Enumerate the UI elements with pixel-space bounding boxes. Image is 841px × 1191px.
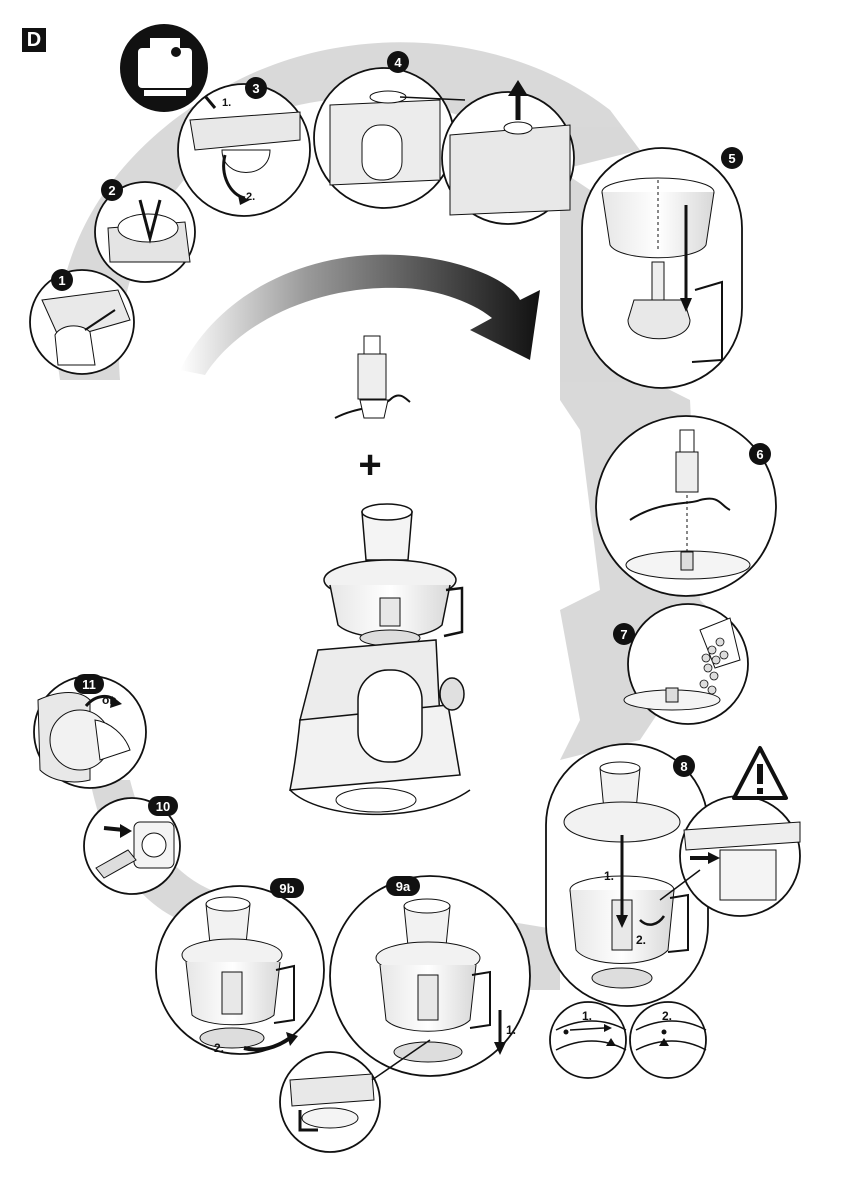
svg-text:11: 11 (82, 677, 96, 692)
svg-text:6: 6 (756, 447, 763, 462)
step-11-badge: 11 (74, 674, 104, 694)
step-9a-illustration: 1. (330, 876, 530, 1076)
svg-text:4: 4 (394, 55, 402, 70)
step-1-illustration (30, 270, 134, 374)
step-5-illustration (582, 148, 742, 388)
step-9a-sub-1: 1. (506, 1023, 516, 1037)
step-6-illustration (596, 416, 776, 596)
step-8-lock-detail-1: 1. (550, 1002, 626, 1078)
step-6-badge: 6 (749, 443, 771, 465)
svg-text:3: 3 (252, 81, 259, 96)
svg-text:1.: 1. (582, 1009, 592, 1023)
step-8-lock-detail-2: 2. (630, 1002, 706, 1078)
machine-reference-icon (120, 24, 208, 112)
step-4-badge: 4 (387, 51, 409, 73)
step-8-sub-2: 2. (636, 933, 646, 947)
step-7-badge: 7 (613, 623, 635, 645)
warning-triangle-icon (734, 748, 786, 798)
step-3-sub-2: 2. (246, 191, 255, 203)
step-11-on-label: on (102, 693, 117, 707)
step-9b-sub-2: 2. (214, 1041, 224, 1055)
step-8-badge: 8 (673, 755, 695, 777)
step-3-sub-1: 1. (222, 97, 231, 109)
step-9b-illustration: 2. (156, 886, 324, 1055)
center-blade-attachment (335, 336, 410, 418)
step-9a-badge: 9a (386, 876, 420, 896)
step-1-badge: 1 (51, 269, 73, 291)
step-10-badge: 10 (148, 796, 178, 816)
step-3-illustration: 1. 2. (178, 84, 310, 216)
center-assembled-machine (290, 504, 470, 814)
svg-text:1: 1 (58, 273, 65, 288)
svg-text:7: 7 (620, 627, 627, 642)
svg-text:9b: 9b (279, 881, 294, 896)
center-plus-sign: + (358, 443, 381, 487)
step-9b-badge: 9b (270, 878, 304, 898)
step-2-badge: 2 (101, 179, 123, 201)
svg-text:8: 8 (680, 759, 687, 774)
svg-text:9a: 9a (396, 879, 411, 894)
step-3-badge: 3 (245, 77, 267, 99)
svg-text:2.: 2. (662, 1009, 672, 1023)
step-8-sub-1: 1. (604, 869, 614, 883)
svg-text:10: 10 (156, 799, 170, 814)
svg-text:2: 2 (108, 183, 115, 198)
svg-text:5: 5 (728, 151, 735, 166)
step-5-badge: 5 (721, 147, 743, 169)
